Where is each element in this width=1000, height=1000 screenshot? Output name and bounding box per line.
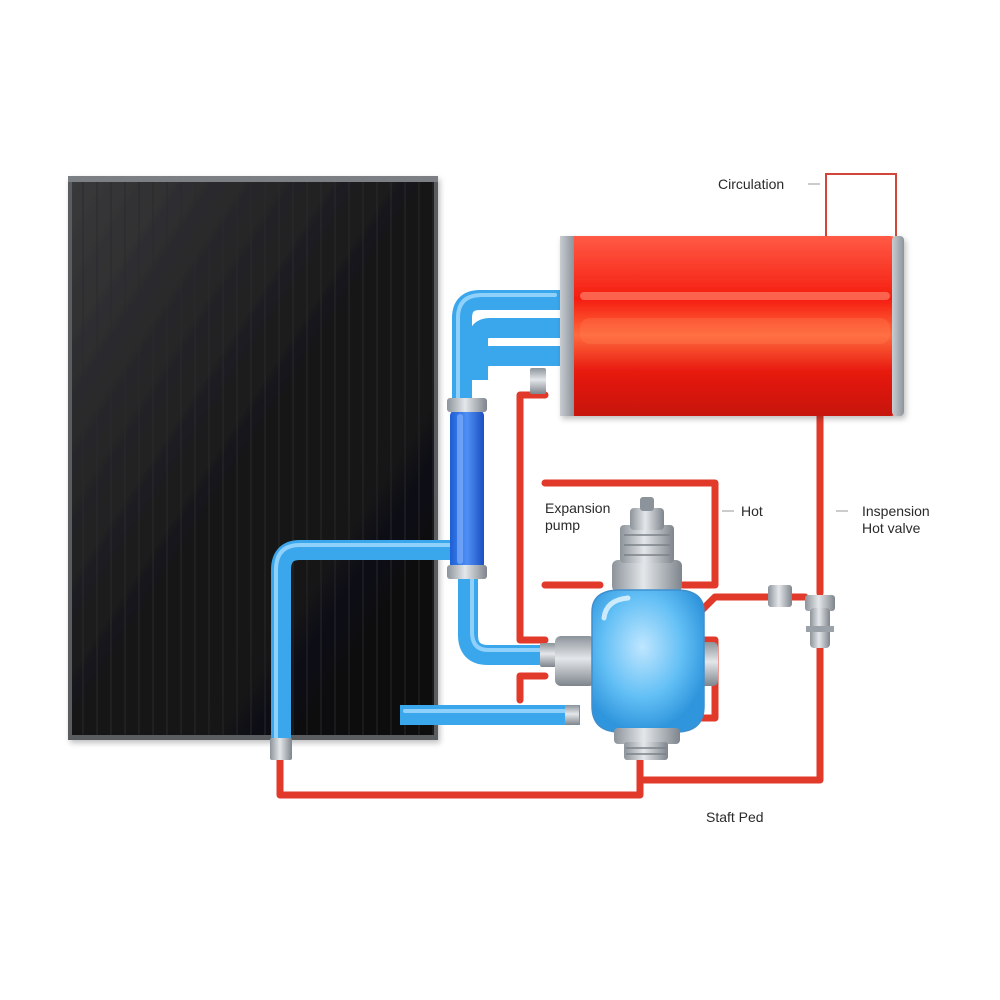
label-expansion-pump: Expansion pump [545,500,610,534]
label-hot: Hot [741,503,763,520]
label-inspension-line2: Hot valve [862,520,921,536]
circulation-line [825,173,897,250]
label-circulation-text: Circulation [718,176,785,192]
cold-pipe-highlights [274,293,577,742]
label-bottom: Staft Ped [706,809,764,826]
label-hot-text: Hot [741,503,763,519]
expansion-pump [555,497,718,760]
label-expansion-line2: pump [545,517,581,533]
heat-exchanger-cylinder [447,398,487,579]
label-bottom-text: Staft Ped [706,809,764,825]
label-circulation: Circulation [718,176,784,193]
label-expansion-line1: Expansion [545,500,611,516]
hot-pipe-network [276,391,824,799]
label-inspension-line1: Inspension [862,503,930,519]
cold-pipe-network [271,290,580,745]
label-inspension-hot-valve: Inspension Hot valve [862,503,930,537]
pipe-fittings [270,368,792,760]
hot-valve [805,595,835,648]
hot-water-tank [560,236,904,416]
solar-panel [68,176,438,740]
